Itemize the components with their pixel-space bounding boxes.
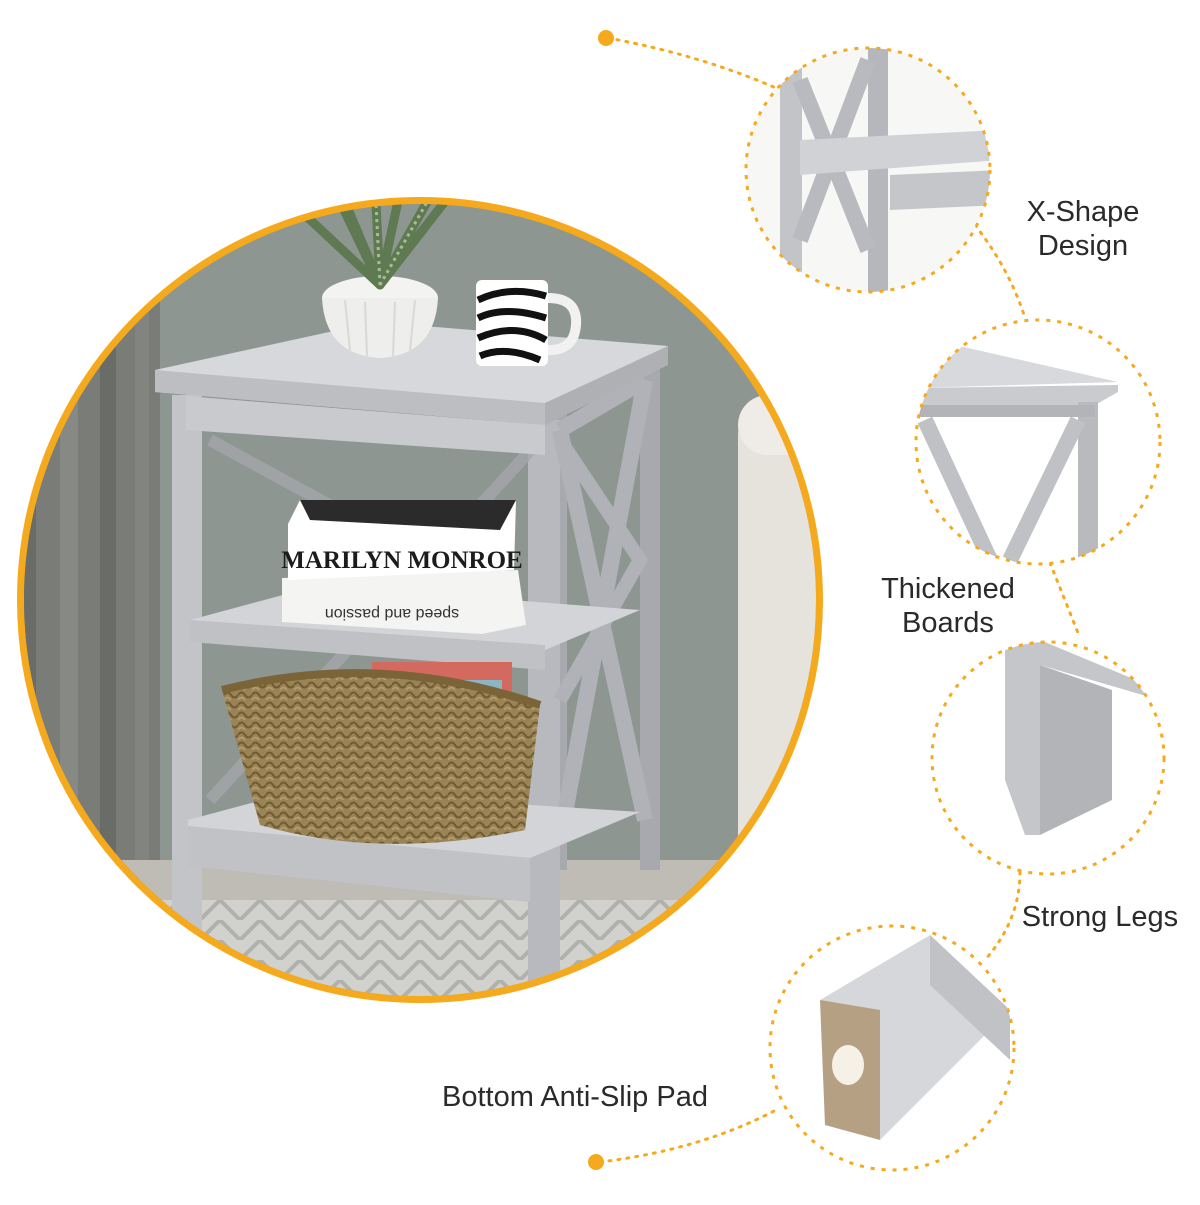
feature-label-line: Bottom Anti-Slip Pad [442,1081,708,1113]
feature-label-line: X-Shape [1026,196,1140,228]
book-stack: MARILYN MONROE speed and passion [281,500,526,634]
connector-dot-top [598,30,614,46]
connector-lines [598,36,1082,1164]
feature-label-thickened-boards: Thickened Boards [868,572,1028,640]
potted-plant [300,204,470,358]
feature-label-line: Strong Legs [1021,901,1179,933]
feature-label-line: Thickened [881,573,1015,605]
woven-basket [221,662,542,844]
feature-label-x-shape: X-Shape Design [1008,195,1158,263]
detail-circle-strong-legs [930,640,1166,876]
connector-dot-bottom [588,1154,604,1170]
detail-circle-thickened-boards [914,318,1162,566]
feature-label-strong-legs: Strong Legs [1010,900,1190,934]
feature-label-line: Boards [902,607,994,639]
feature-label-line: Design [1037,230,1129,262]
main-scene-circle: MARILYN MONROE speed and passion [17,197,823,1003]
book-bottom-title: speed and passion [325,605,459,622]
detail-circle-anti-slip-pad [768,924,1016,1172]
detail-circle-x-shape [744,46,992,294]
zebra-mug [476,280,582,366]
book-top-title: MARILYN MONROE [281,547,522,574]
feature-label-anti-slip-pad: Bottom Anti-Slip Pad [420,1080,730,1114]
